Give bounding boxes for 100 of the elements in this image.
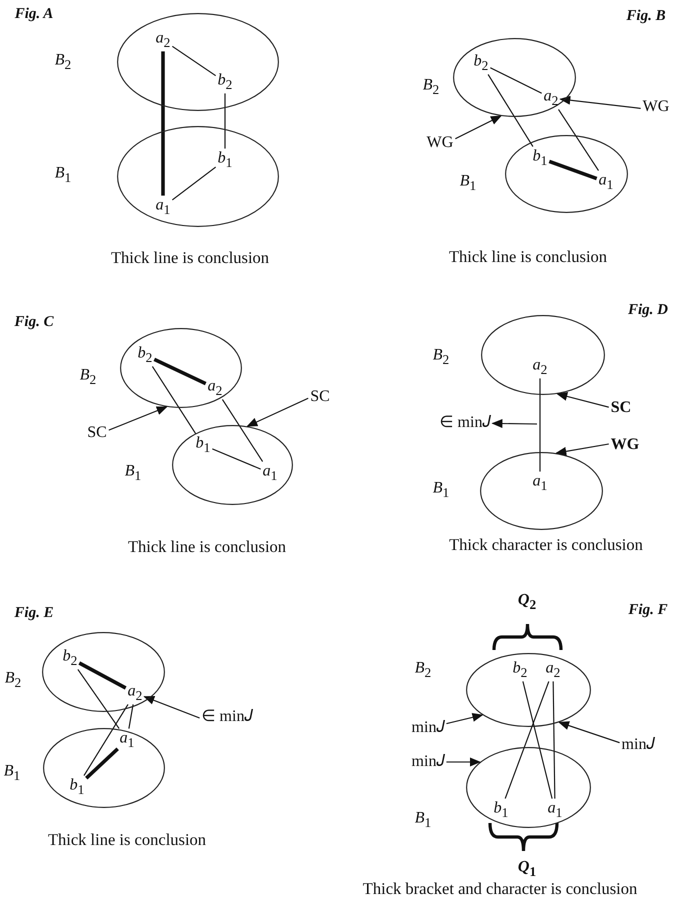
bracket-label: Q$_{2}$: [518, 592, 536, 612]
point-label: b$_{1}$: [70, 776, 84, 798]
connecting-line: [78, 661, 127, 690]
set-ellipse: [42, 632, 165, 712]
point-label: b$_{1}$: [196, 434, 210, 456]
point-label: a$_{2}$: [208, 378, 222, 398]
annotation-label: WG: [642, 98, 670, 116]
point-label: b$_{2}$: [138, 344, 152, 366]
connecting-line: [522, 681, 553, 799]
connecting-line: [488, 74, 534, 147]
connecting-line: [128, 704, 134, 729]
annotation-label: min𝐽: [412, 719, 444, 737]
connecting-line: [558, 109, 599, 171]
point-label: b$_{1}$: [218, 150, 232, 170]
annotation-label: SC: [87, 424, 107, 442]
point-label: b$_{1}$: [494, 800, 508, 820]
annotation-label: ∈ min𝐽: [202, 708, 252, 726]
set-ellipse: [466, 747, 591, 828]
connecting-line: [552, 681, 556, 799]
point-label: a$_{1}$: [548, 800, 562, 820]
point-label: a$_{1}$: [262, 462, 278, 484]
set-label: B$_{2}$: [80, 366, 96, 388]
arrow: [455, 116, 502, 140]
arrow: [143, 696, 200, 719]
point-label: b$_{1}$: [532, 148, 548, 168]
set-label: B$_{1}$: [432, 480, 450, 500]
point-label: a$_{1}$: [156, 196, 170, 218]
annotation-label: WG: [610, 436, 640, 454]
arrow: [491, 419, 537, 428]
connecting-line: [212, 448, 261, 470]
figure-label: Fig. A: [14, 6, 54, 22]
figure-label: Fig. F: [628, 602, 668, 618]
point-label: a$_{2}$: [546, 660, 560, 680]
connecting-line: [172, 166, 216, 200]
point-label: a$_{1}$: [532, 472, 548, 494]
annotation-label: min𝐽: [412, 753, 444, 771]
arrow: [246, 398, 308, 427]
point-label: a$_{2}$: [532, 356, 548, 378]
arrow: [446, 712, 484, 724]
set-ellipse: [481, 315, 605, 395]
set-label: B$_{1}$: [54, 164, 72, 186]
point-label: b$_{2}$: [512, 660, 528, 680]
bracket-label: Q$_{1}$: [518, 858, 536, 880]
set-ellipse: [480, 452, 603, 530]
set-ellipse: [172, 425, 293, 505]
set-label: B$_{1}$: [414, 810, 432, 830]
point-label: a$_{1}$: [598, 172, 614, 192]
arrow: [555, 443, 609, 456]
set-ellipse: [505, 135, 628, 213]
connecting-line: [85, 747, 119, 780]
figure-label: Fig. B: [626, 8, 666, 24]
connecting-line: [222, 399, 264, 462]
set-label: B$_{2}$: [54, 52, 72, 72]
figure-label: Fig. D: [628, 302, 668, 318]
set-ellipse: [466, 653, 591, 727]
caption-text: Thick bracket and character is conclusion: [362, 880, 638, 898]
connecting-line: [172, 46, 216, 76]
set-label: B$_{1}$: [460, 172, 476, 194]
caption-text: Thick line is conclusion: [128, 538, 286, 556]
point-label: a$_{2}$: [128, 682, 142, 704]
point-label: b$_{2}$: [62, 648, 78, 668]
set-label: B$_{2}$: [4, 670, 22, 690]
set-ellipse: [453, 38, 576, 117]
set-ellipse: [117, 13, 279, 111]
set-label: B$_{2}$: [432, 346, 450, 368]
connecting-line: [161, 51, 165, 196]
caption-text: Thick line is conclusion: [48, 830, 206, 850]
set-label: B$_{2}$: [422, 76, 440, 98]
point-label: b$_{2}$: [474, 52, 488, 74]
connecting-line: [77, 669, 120, 729]
set-ellipse: [120, 328, 242, 408]
arrow: [108, 406, 168, 431]
arrow: [558, 721, 620, 744]
connecting-line: [224, 93, 226, 149]
point-label: b$_{2}$: [218, 72, 232, 92]
connecting-line: [490, 67, 542, 94]
figure-label: Fig. C: [14, 314, 54, 330]
connecting-line: [548, 160, 598, 180]
set-label: B$_{2}$: [414, 660, 432, 680]
point-label: a$_{1}$: [120, 730, 134, 750]
caption-text: Thick line is conclusion: [110, 248, 270, 268]
arrow: [559, 96, 641, 109]
annotation-label: min𝐽: [622, 736, 654, 754]
point-label: a$_{2}$: [544, 88, 558, 108]
set-ellipse: [117, 126, 279, 227]
caption-text: Thick character is conclusion: [449, 536, 643, 554]
annotation-label: WG: [426, 134, 454, 152]
annotation-label: SC: [610, 399, 632, 417]
connecting-line: [154, 358, 206, 386]
figure-label: Fig. E: [14, 604, 54, 622]
set-label: B$_{1}$: [4, 762, 20, 784]
arrow: [556, 392, 609, 408]
point-label: a$_{2}$: [156, 30, 170, 50]
connecting-line: [152, 366, 196, 434]
annotation-label: ∈ min𝐽: [440, 414, 490, 432]
connecting-line: [84, 704, 128, 776]
arrow: [446, 758, 481, 766]
connecting-line: [539, 378, 541, 472]
set-ellipse: [43, 728, 165, 808]
connecting-line: [504, 681, 550, 799]
